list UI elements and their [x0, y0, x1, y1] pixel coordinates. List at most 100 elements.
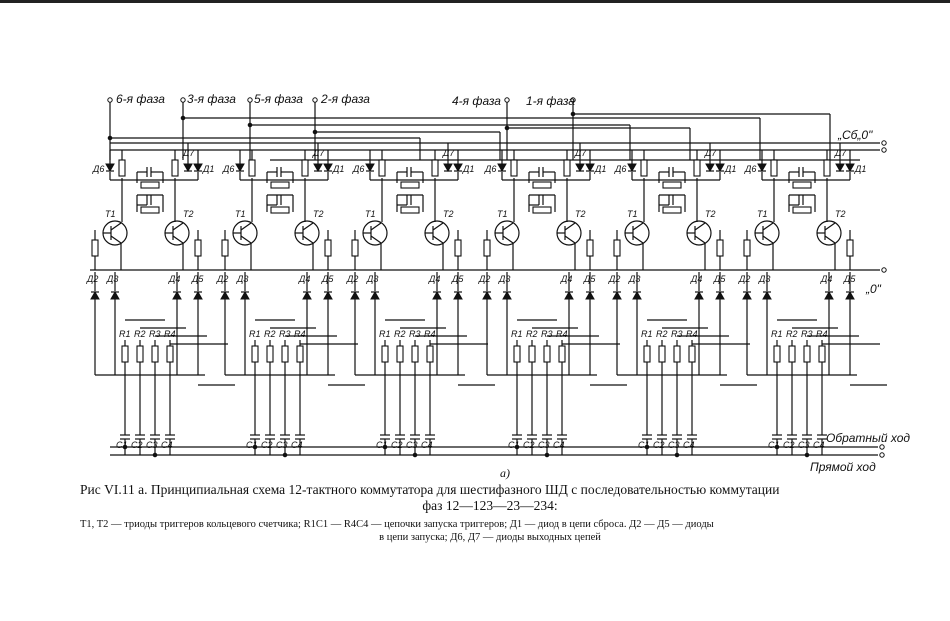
- transistor-emitter: [824, 235, 836, 244]
- resistor-r2: [396, 345, 404, 363]
- label-d4: Д4: [298, 274, 310, 284]
- label-d1: Д1: [462, 164, 474, 174]
- label-c1: C1: [508, 440, 520, 450]
- resistor-r4: [818, 345, 826, 363]
- collector-resistor: [693, 159, 701, 177]
- diode-d1: [323, 163, 333, 173]
- transistor-collector: [762, 222, 774, 231]
- label-r2: R2: [656, 329, 668, 339]
- label-r4: R4: [686, 329, 698, 339]
- transistor-emitter: [502, 235, 514, 244]
- transistor-emitter: [762, 235, 774, 244]
- junction-dot: [122, 444, 128, 450]
- resistor-r3: [543, 345, 551, 363]
- label-d4: Д4: [428, 274, 440, 284]
- diode-d7: [835, 163, 845, 173]
- diode-d4: [172, 290, 182, 300]
- phase-5-label: 5-я фаза: [254, 92, 303, 106]
- transistor-collector: [632, 222, 644, 231]
- diode-d1: [715, 163, 725, 173]
- phase-terminal: [107, 97, 113, 103]
- label-c1: C1: [768, 440, 780, 450]
- phase-4-label: 4-я фаза: [452, 94, 501, 108]
- transistor-collector: [110, 222, 122, 231]
- label-d6: Д6: [222, 164, 234, 174]
- resistor-r1: [381, 345, 389, 363]
- label-t2: T2: [835, 209, 846, 219]
- phase-6-label: 6-я фаза: [116, 92, 165, 106]
- label-t2: T2: [313, 209, 324, 219]
- base-resistor: [351, 239, 359, 257]
- label-d1: Д1: [854, 164, 866, 174]
- label-d6: Д6: [352, 164, 364, 174]
- phase-2-label: 2-я фаза: [321, 92, 370, 106]
- base-resistor: [846, 239, 854, 257]
- collector-resistor: [640, 159, 648, 177]
- coupling-resistor: [270, 206, 290, 214]
- junction-dot: [247, 122, 253, 128]
- label-r1: R1: [511, 329, 523, 339]
- label-c1: C1: [246, 440, 258, 450]
- transistor-collector: [824, 222, 836, 231]
- junction-dot: [804, 452, 810, 458]
- coupling-resistor: [400, 181, 420, 189]
- base-resistor: [483, 239, 491, 257]
- label-t2: T2: [705, 209, 716, 219]
- diode-d6: [235, 163, 245, 173]
- label-r2: R2: [134, 329, 146, 339]
- diode-d2: [482, 290, 492, 300]
- coupling-resistor: [532, 181, 552, 189]
- label-d2: Д2: [478, 274, 490, 284]
- junction-dot: [774, 444, 780, 450]
- collector-resistor: [248, 159, 256, 177]
- diode-d2: [742, 290, 752, 300]
- diode-d3: [110, 290, 120, 300]
- label-c3: C3: [146, 440, 158, 450]
- diode-d6: [105, 163, 115, 173]
- label-d6: Д6: [614, 164, 626, 174]
- label-c1: C1: [638, 440, 650, 450]
- diode-d1: [845, 163, 855, 173]
- bus-terminal: [881, 267, 887, 273]
- junction-dot: [514, 444, 520, 450]
- junction-dot: [252, 444, 258, 450]
- label-c3: C3: [406, 440, 418, 450]
- label-c3: C3: [798, 440, 810, 450]
- label-d1: Д1: [202, 164, 214, 174]
- transistor-emitter: [370, 235, 382, 244]
- coupling-resistor: [140, 181, 160, 189]
- base-resistor: [586, 239, 594, 257]
- collector-resistor: [301, 159, 309, 177]
- label-t2: T2: [183, 209, 194, 219]
- diode-d7: [313, 163, 323, 173]
- bus-terminal: [881, 140, 887, 146]
- junction-dot: [674, 452, 680, 458]
- junction-dot: [382, 444, 388, 450]
- junction-dot: [544, 452, 550, 458]
- label-c2: C2: [391, 440, 403, 450]
- label-c3: C3: [668, 440, 680, 450]
- label-r3: R3: [279, 329, 291, 339]
- transistor-emitter: [632, 235, 644, 244]
- resistor-r3: [411, 345, 419, 363]
- label-d1: Д1: [724, 164, 736, 174]
- diode-d5: [323, 290, 333, 300]
- label-d2: Д2: [608, 274, 620, 284]
- diode-d7: [575, 163, 585, 173]
- label-r1: R1: [119, 329, 131, 339]
- bus-terminal: [879, 452, 885, 458]
- label-d6: Д6: [92, 164, 104, 174]
- label-c2: C2: [783, 440, 795, 450]
- collector-resistor: [118, 159, 126, 177]
- label-d3: Д3: [236, 274, 248, 284]
- label-c3: C3: [538, 440, 550, 450]
- collector-resistor: [510, 159, 518, 177]
- diode-d4: [432, 290, 442, 300]
- resistor-r1: [643, 345, 651, 363]
- diode-d6: [365, 163, 375, 173]
- label-d6: Д6: [744, 164, 756, 174]
- diode-d6: [497, 163, 507, 173]
- label-d6: Д6: [484, 164, 496, 174]
- figure-text: Рис VI.11 а. Принципиальная схема 12-так…: [80, 482, 900, 544]
- transistor-collector: [172, 222, 184, 231]
